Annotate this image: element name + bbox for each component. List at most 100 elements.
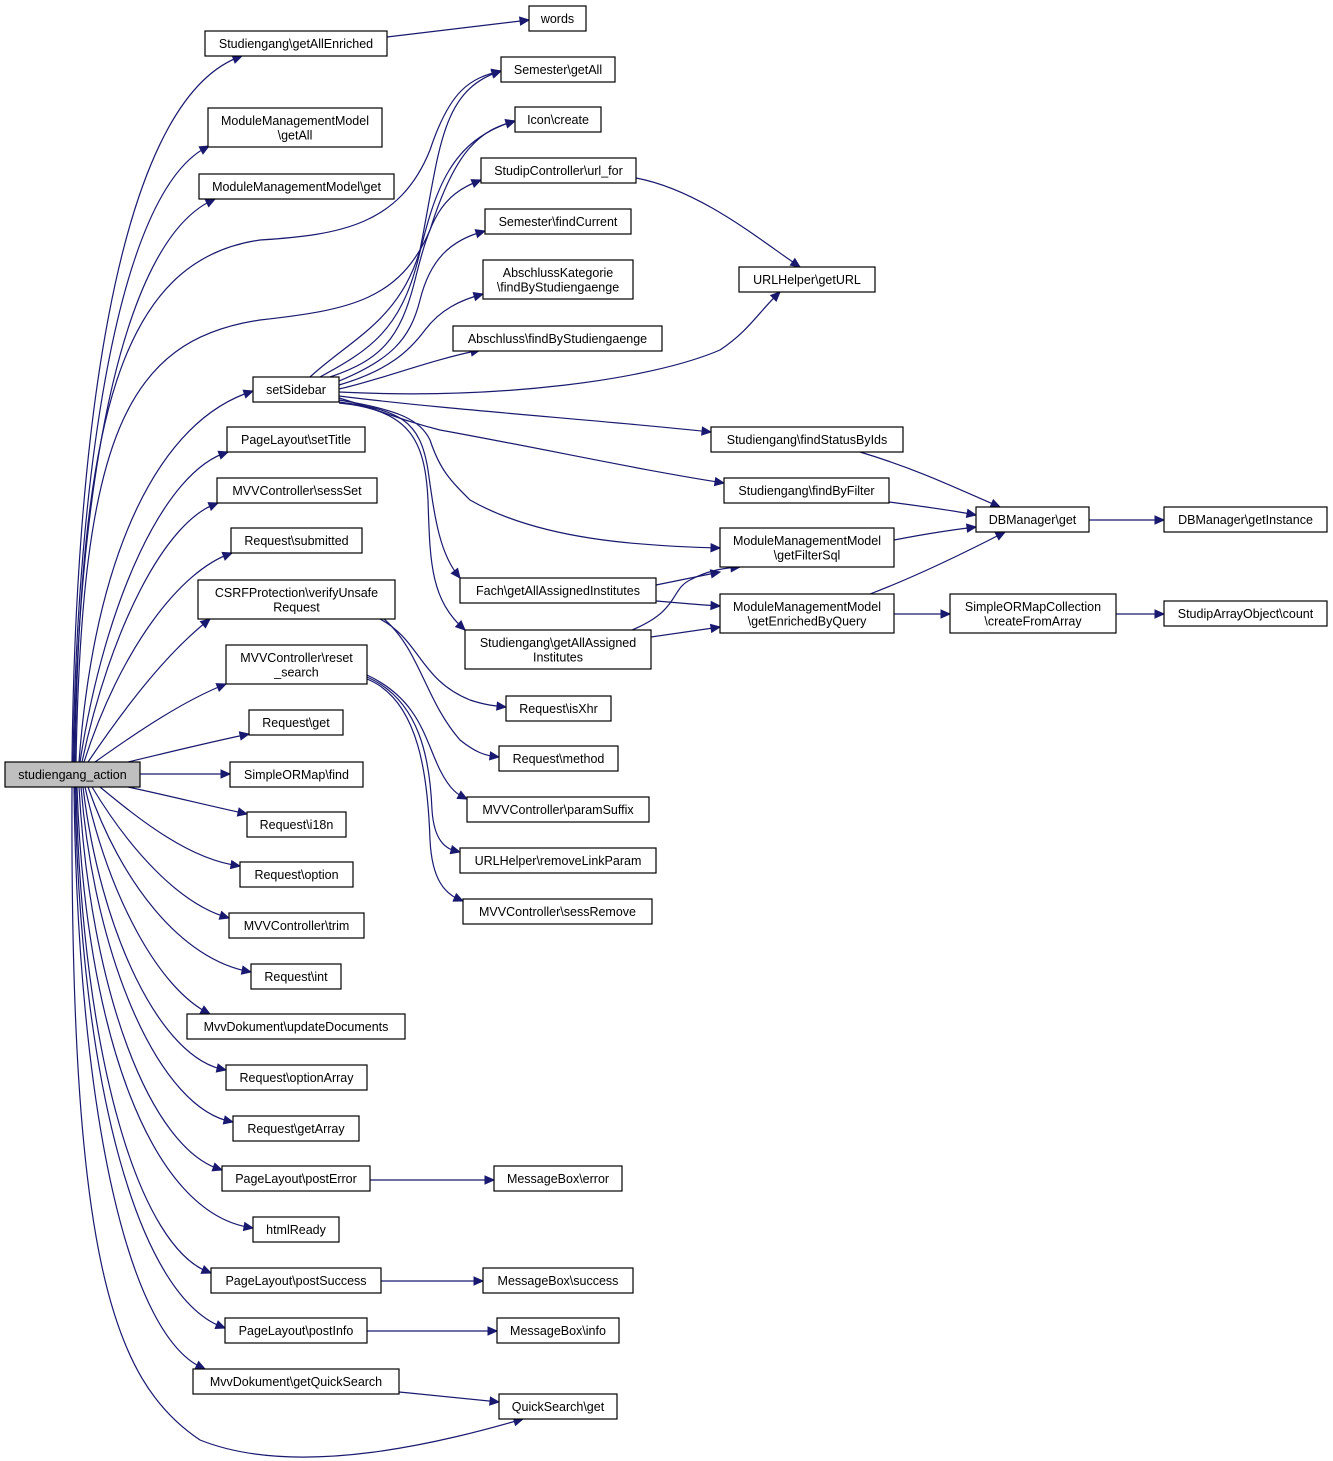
node-semester-getAll[interactable]: Semester\getAll [500,56,616,83]
node-label: Abschluss\findByStudiengaenge [468,332,647,346]
edge-studiengang-action-to-mvvdok-getQuickSearch [73,786,206,1370]
node-label: AbschlussKategorie [503,266,614,280]
node-request-int[interactable]: Request\int [250,963,342,990]
edge-mvv-reset-search-to-urlhelper-removeLinkParam [366,676,461,853]
edge-stg-getAllAssignedInstitutes-to-mmm-getEnrichedByQuery-arrowhead [709,623,722,634]
node-mmm-getFilterSql[interactable]: ModuleManagementModel\getFilterSql [719,527,895,568]
node-mmm-getEnrichedByQuery[interactable]: ModuleManagementModel\getEnrichedByQuery [719,593,895,634]
node-label: MVVController\trim [244,919,350,933]
node-label: DBManager\getInstance [1178,513,1313,527]
node-studiparray-count[interactable]: StudipArrayObject\count [1163,600,1328,627]
edge-stg-getAllEnriched-to-words-arrowhead [519,16,531,26]
node-request-submitted[interactable]: Request\submitted [230,527,363,554]
node-mmm-getAll[interactable]: ModuleManagementModel\getAll [207,107,383,148]
node-mvvdok-getQuickSearch[interactable]: MvvDokument\getQuickSearch [192,1368,400,1395]
node-box [482,259,634,300]
node-sormc[interactable]: SimpleORMapCollection\createFromArray [949,593,1117,634]
node-mvv-sessSet[interactable]: MVVController\sessSet [216,477,378,504]
node-simpleormap-find[interactable]: SimpleORMap\find [229,761,364,788]
node-request-optionArray[interactable]: Request\optionArray [225,1064,368,1091]
node-label: Request\isXhr [519,702,598,716]
node-label: Studiengang\findByFilter [738,484,874,498]
node-icon-create[interactable]: Icon\create [514,106,602,133]
node-studiengang-action[interactable]: studiengang_action [4,761,141,788]
node-box [975,506,1090,533]
node-urlhelper-geturl[interactable]: URLHelper\getURL [738,266,876,293]
edge-setSidebar-to-fach-arrowhead [450,567,461,579]
node-mvv-trim[interactable]: MVVController\trim [228,912,365,939]
edge-studiengang-action-to-request-int-arrowhead [240,965,253,975]
node-setSidebar[interactable]: setSidebar [252,376,340,403]
node-label: Semester\findCurrent [499,215,618,229]
node-stg-findStatusByIds[interactable]: Studiengang\findStatusByIds [710,426,904,453]
node-label: studiengang_action [18,768,126,782]
edge-studiengang-action-to-request-optionArray [82,786,227,1071]
node-pagelayout-postError[interactable]: PageLayout\postError [221,1165,371,1192]
node-messagebox-success[interactable]: MessageBox\success [482,1267,634,1294]
node-request-option[interactable]: Request\option [239,861,354,888]
node-label: Studiengang\getAllAssigned [480,636,636,650]
node-label: PageLayout\postInfo [239,1324,354,1338]
node-label: Request\getArray [247,1122,345,1136]
node-mvv-paramSuffix[interactable]: MVVController\paramSuffix [466,796,650,823]
edge-mvvdok-getQuickSearch-to-quicksearch-get-arrowhead [489,1396,501,1406]
edge-stg-findStatusByIds-to-dbmanager-get [859,451,1001,508]
node-box [207,107,383,148]
node-box [1163,506,1328,533]
node-fach[interactable]: Fach\getAllAssignedInstitutes [459,577,657,604]
edge-studiengang-action-to-request-optionArray-arrowhead [215,1063,228,1073]
node-stg-findByFilter[interactable]: Studiengang\findByFilter [723,477,890,504]
node-request-isXhr[interactable]: Request\isXhr [505,695,612,722]
node-box [225,1064,368,1091]
node-htmlReady[interactable]: htmlReady [252,1216,340,1243]
edge-studiengang-action-to-semester-getAll [74,70,502,763]
node-label: MessageBox\info [510,1324,606,1338]
node-words[interactable]: words [528,5,587,32]
node-label: ModuleManagementModel [221,114,369,128]
node-box [230,527,363,554]
edge-studiengang-action-to-request-i18n-arrowhead [236,807,249,817]
node-label: \getFilterSql [774,548,841,562]
node-box [719,527,895,568]
node-pagelayout-postSuccess[interactable]: PageLayout\postSuccess [210,1267,382,1294]
edge-mmm-getFilterSql-to-dbmanager-get [893,526,977,541]
node-mmm-get[interactable]: ModuleManagementModel\get [198,173,395,200]
node-request-i18n[interactable]: Request\i18n [246,811,347,838]
edge-studiengang-action-to-request-option [99,786,241,867]
edge-studiengang-action-to-mvv-trim-arrowhead [218,910,231,920]
edge-studiengang-action-to-htmlReady [76,786,254,1229]
node-dbmanager-getInstance[interactable]: DBManager\getInstance [1163,506,1328,533]
node-abschluss[interactable]: Abschluss\findByStudiengaenge [452,325,663,352]
node-messagebox-error[interactable]: MessageBox\error [493,1165,623,1192]
node-mvv-sessRemove[interactable]: MVVController\sessRemove [462,898,653,925]
node-mvvdok-updateDocuments[interactable]: MvvDokument\updateDocuments [186,1013,406,1040]
node-box [1163,600,1328,627]
node-urlhelper-removeLinkParam[interactable]: URLHelper\removeLinkParam [459,847,657,874]
node-label: ModuleManagementModel [733,534,881,548]
node-dbmanager-get[interactable]: DBManager\get [975,506,1090,533]
edge-setSidebar-to-abschlusskat-arrowhead [472,292,485,302]
node-label: MVVController\sessRemove [479,905,636,919]
node-stg-getAllEnriched[interactable]: Studiengang\getAllEnriched [204,30,388,57]
node-request-method[interactable]: Request\method [498,745,619,772]
node-messagebox-info[interactable]: MessageBox\info [496,1317,620,1344]
node-label: setSidebar [266,383,326,397]
edge-studiengang-action-to-request-option-arrowhead [229,859,242,870]
node-quicksearch-get[interactable]: QuickSearch\get [498,1393,618,1420]
edge-studiengang-action-to-mvvdok-updateDocuments [84,786,211,1015]
node-mvv-reset-search[interactable]: MVVController\reset_search [225,644,368,685]
edge-csrf-to-request-method [383,618,500,758]
node-request-get[interactable]: Request\get [248,709,344,736]
node-stg-getAllAssignedInstitutes[interactable]: Studiengang\getAllAssignedInstitutes [464,629,652,670]
node-request-getArray[interactable]: Request\getArray [232,1115,360,1142]
node-pagelayout-setTitle[interactable]: PageLayout\setTitle [226,426,366,453]
node-label: MVVController\paramSuffix [482,803,634,817]
node-box [949,593,1117,634]
node-abschlusskat[interactable]: AbschlussKategorie\findByStudiengaenge [482,259,634,300]
edge-stg-findByFilter-to-dbmanager-get-arrowhead [965,508,978,518]
node-studip-url-for[interactable]: StudipController\url_for [480,157,637,184]
node-pagelayout-postInfo[interactable]: PageLayout\postInfo [224,1317,368,1344]
node-semester-findCurrent[interactable]: Semester\findCurrent [484,208,632,235]
